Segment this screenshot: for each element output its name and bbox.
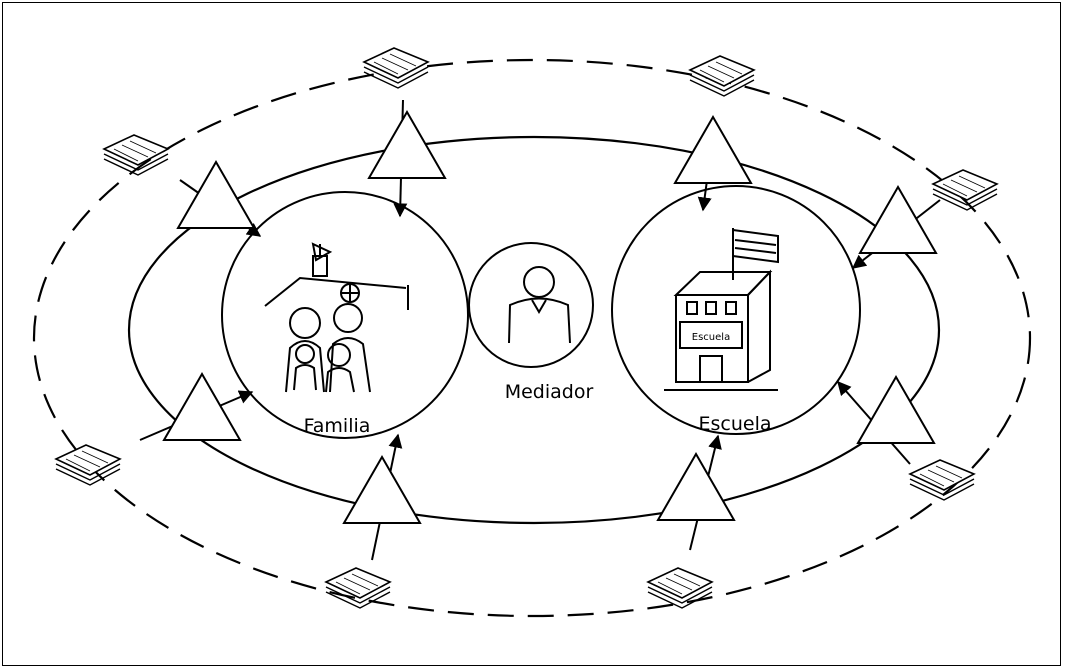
document-stack-top-left: [363, 47, 429, 89]
document-stack-left-upper: [103, 134, 169, 176]
document-stack-right-upper: [932, 169, 998, 211]
familia-circle: [221, 191, 469, 439]
triangle-right-upper: [859, 186, 937, 254]
familia-label: Familia: [304, 415, 371, 437]
mediador-label: Mediador: [505, 381, 594, 403]
triangle-bottom-left: [343, 456, 421, 524]
school-illustration: [664, 228, 779, 391]
document-stack-right-lower: [909, 459, 975, 501]
inner-ellipse: [127, 135, 941, 525]
document-stack-left-lower: [55, 444, 121, 486]
document-stack-bottom-right: [647, 567, 713, 609]
triangle-top-right: [674, 116, 752, 184]
escuela-label: Escuela: [698, 413, 771, 435]
outer-dashed-ellipse: [32, 58, 1032, 618]
escuela-sign-label: Escuela: [692, 332, 730, 343]
triangle-right-lower: [857, 376, 935, 444]
triangle-top-left: [368, 111, 446, 179]
mediador-circle: [468, 242, 594, 368]
triangle-bottom-right: [657, 453, 735, 521]
mediator-illustration: [508, 266, 571, 344]
family-illustration: [264, 242, 409, 393]
triangle-left-lower: [163, 373, 241, 441]
document-stack-top-right: [689, 55, 755, 97]
